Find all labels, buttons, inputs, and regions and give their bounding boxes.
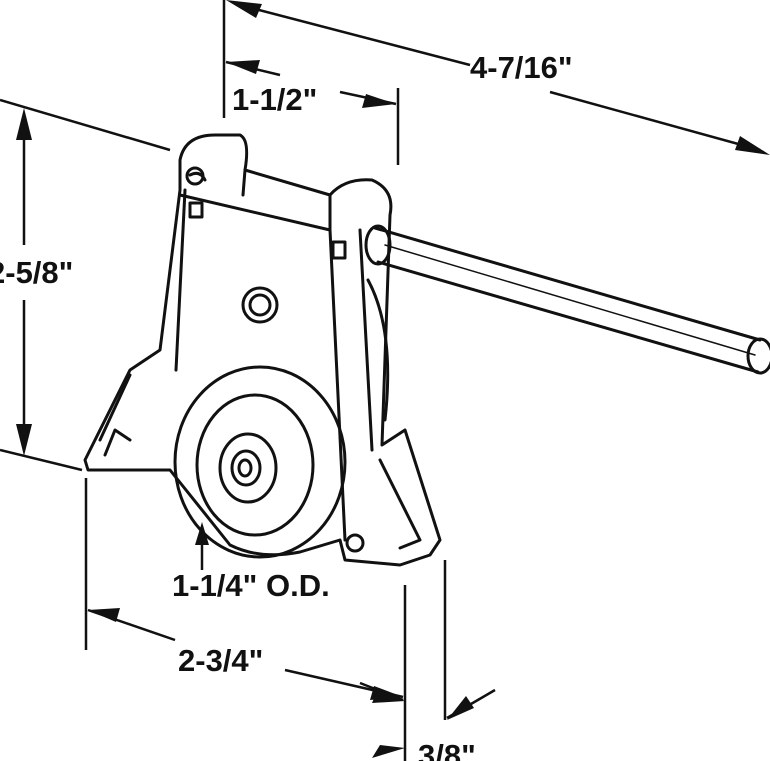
base-length-label: 2-3/4" [178, 643, 264, 678]
height-label: 2-5/8" [0, 255, 74, 290]
body-width-label: 1-1/2" [232, 82, 318, 117]
wheel [173, 365, 347, 559]
wheel-diameter-label: 1-1/4" O.D. [172, 568, 330, 603]
roller-housing [83, 133, 442, 567]
base-thickness-label: 3/8" [418, 738, 476, 761]
overall-length-label: 4-7/16" [470, 50, 573, 85]
axle [364, 224, 770, 375]
